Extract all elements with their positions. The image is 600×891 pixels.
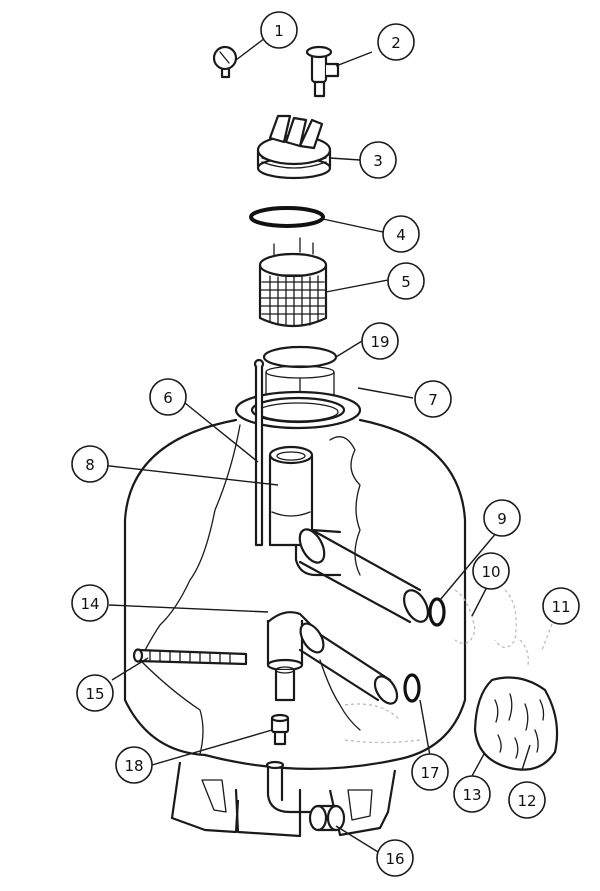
- callout-3-label: 3: [373, 152, 383, 170]
- callout-14-label: 14: [80, 595, 99, 613]
- callout-18: 18: [115, 746, 153, 784]
- callout-4: 4: [382, 215, 420, 253]
- callout-13: 13: [453, 775, 491, 813]
- callout-19: 19: [361, 322, 399, 360]
- callout-10: 10: [472, 552, 510, 590]
- collector-basket: [258, 237, 328, 328]
- callout-16: 16: [376, 839, 414, 877]
- port-seal-lower: [403, 673, 421, 703]
- air-bleed-pipe: [253, 358, 265, 547]
- filter-media-rock: [473, 676, 559, 771]
- callout-15: 15: [76, 674, 114, 712]
- callout-2: 2: [377, 23, 415, 61]
- callout-4-label: 4: [396, 226, 406, 244]
- callout-19-label: 19: [370, 333, 389, 351]
- callout-2-label: 2: [391, 34, 401, 52]
- callout-14: 14: [71, 584, 109, 622]
- callout-1: 1: [260, 11, 298, 49]
- air-relief-valve: [305, 45, 340, 98]
- tank-flange: [234, 390, 362, 430]
- tank-body: [123, 418, 529, 770]
- callout-7: 7: [414, 380, 452, 418]
- tank-base: [170, 760, 397, 838]
- callout-10-label: 10: [481, 563, 500, 581]
- callout-9-label: 9: [497, 510, 507, 528]
- callout-17-label: 17: [420, 764, 439, 782]
- callout-12-label: 12: [517, 792, 536, 810]
- callout-15-label: 15: [85, 685, 104, 703]
- callout-18-label: 18: [124, 757, 143, 775]
- cover-cap: [256, 114, 332, 180]
- callout-3: 3: [359, 141, 397, 179]
- callout-13-label: 13: [462, 786, 481, 804]
- callout-16-label: 16: [385, 850, 404, 868]
- leader-lines: [100, 37, 553, 853]
- callout-12: 12: [508, 781, 546, 819]
- port-seals: [403, 597, 446, 703]
- callouts: 1 2 3 4 5 6 7 8: [71, 11, 580, 877]
- callout-1-label: 1: [274, 22, 284, 40]
- callout-6-label: 6: [163, 389, 173, 407]
- callout-11: 11: [542, 587, 580, 625]
- callout-11-label: 11: [551, 598, 570, 616]
- callout-8: 8: [71, 445, 109, 483]
- callout-5: 5: [387, 262, 425, 300]
- port-seal-upper: [428, 597, 446, 627]
- upper-diffuser: [268, 445, 430, 624]
- callout-9: 9: [483, 499, 521, 537]
- callout-7-label: 7: [428, 391, 438, 409]
- callout-5-label: 5: [401, 273, 411, 291]
- callout-6: 6: [149, 378, 187, 416]
- lower-diffuser: [266, 611, 399, 705]
- o-ring: [249, 206, 325, 228]
- pressure-gauge: [212, 45, 238, 79]
- lateral-tube: [132, 648, 248, 666]
- callout-17: 17: [411, 753, 449, 791]
- callout-8-label: 8: [85, 456, 95, 474]
- drain-fitting: [270, 713, 290, 746]
